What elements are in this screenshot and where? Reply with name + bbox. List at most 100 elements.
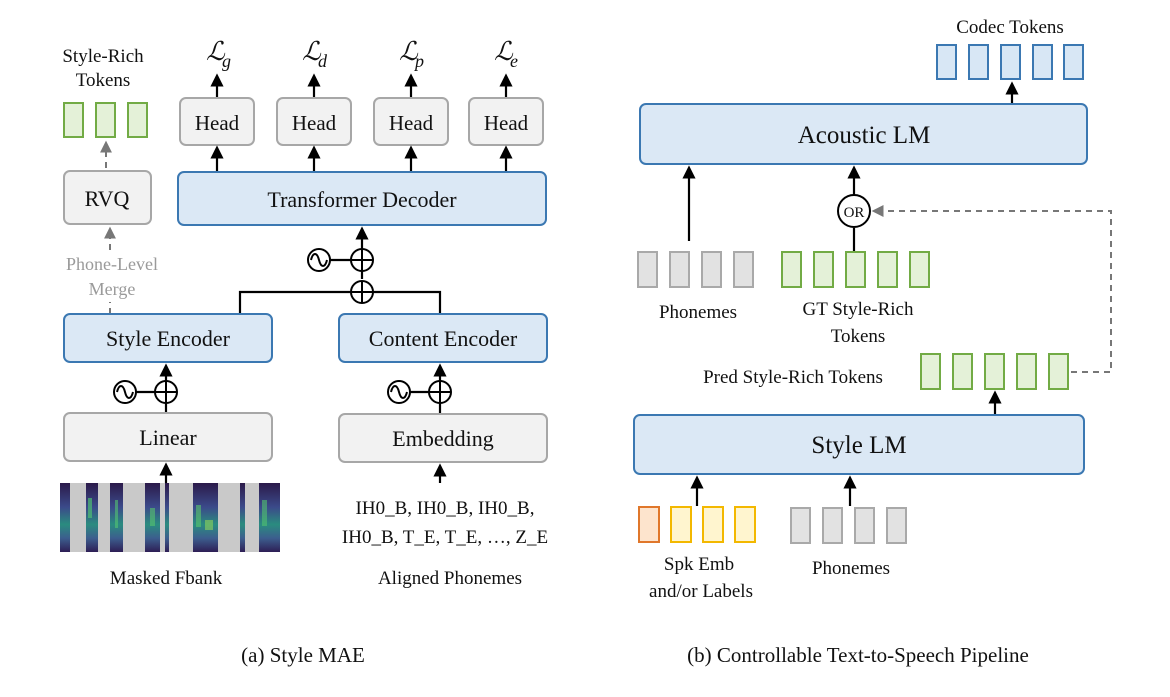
svg-text:Style LM: Style LM	[811, 432, 906, 459]
merge-add-icon	[350, 280, 374, 304]
aligned-phonemes-label: Aligned Phonemes	[378, 568, 522, 589]
speaker-embedding-token-row	[638, 506, 756, 543]
phoneme-token	[733, 251, 754, 288]
pred-style-token-row	[920, 353, 1069, 390]
bottom-phoneme-token-row	[790, 507, 907, 544]
head-box-2: Head	[276, 97, 352, 146]
add-icon	[428, 380, 452, 404]
loss-p-label: ℒ p	[399, 37, 424, 71]
aligned-phoneme-sequence-line-1: IH0_B, IH0_B, IH0_B,	[356, 498, 535, 519]
linear-block: Linear	[63, 412, 273, 462]
content-encoder-block: Content Encoder	[338, 313, 548, 363]
phone-level-merge-label-2: Merge	[89, 279, 136, 299]
style-rich-token	[95, 102, 116, 138]
phoneme-token	[790, 507, 811, 544]
svg-text:OR: OR	[844, 205, 865, 221]
codec-token	[1063, 44, 1084, 80]
panel-tts-pipeline: Codec Tokens Acoustic LM OR	[633, 17, 1112, 667]
svg-text:Embedding: Embedding	[392, 426, 493, 451]
spk-emb-label: Spk Emb	[664, 554, 734, 575]
label-token	[670, 506, 692, 543]
transformer-decoder-block: Transformer Decoder	[177, 171, 547, 226]
gt-style-rich-label: GT Style-Rich	[802, 299, 914, 320]
svg-text:p: p	[413, 51, 424, 71]
phone-level-merge-label: Phone-Level	[66, 254, 158, 274]
style-rich-token	[127, 102, 148, 138]
phoneme-token	[701, 251, 722, 288]
gt-style-token	[909, 251, 930, 288]
aligned-phoneme-sequence-line-2: IH0_B, T_E, T_E, …, Z_E	[342, 527, 548, 548]
embedding-block: Embedding	[338, 413, 548, 463]
phonemes-bottom-label: Phonemes	[812, 558, 890, 579]
caption-b: (b) Controllable Text-to-Speech Pipeline	[687, 643, 1029, 667]
phoneme-token	[822, 507, 843, 544]
svg-text:Transformer Decoder: Transformer Decoder	[267, 187, 457, 212]
gt-style-token	[781, 251, 802, 288]
positional-encoding-icon	[387, 380, 411, 404]
add-icon	[350, 248, 374, 272]
pred-style-token	[952, 353, 973, 390]
svg-text:ℒ: ℒ	[206, 37, 226, 66]
svg-text:Content Encoder: Content Encoder	[369, 326, 518, 351]
style-rich-token-row	[63, 102, 148, 138]
phoneme-token	[886, 507, 907, 544]
loss-g-label: ℒ g	[206, 37, 231, 71]
gt-style-token	[845, 251, 866, 288]
pred-style-token	[984, 353, 1005, 390]
head-box-1: Head	[179, 97, 255, 146]
add-icon	[154, 380, 178, 404]
phonemes-label: Phonemes	[659, 302, 737, 323]
codec-token	[1032, 44, 1053, 80]
svg-text:Style Encoder: Style Encoder	[106, 326, 231, 351]
positional-encoding-icon	[307, 248, 331, 272]
svg-text:ℒ: ℒ	[399, 37, 419, 66]
caption-a: (a) Style MAE	[241, 643, 365, 667]
svg-text:Linear: Linear	[139, 425, 197, 450]
codec-token	[936, 44, 957, 80]
pred-style-token	[1048, 353, 1069, 390]
svg-text:Head: Head	[292, 111, 337, 135]
gt-style-token-row	[781, 251, 930, 288]
style-rich-tokens-label-2: Tokens	[76, 70, 131, 91]
positional-encoding-icon	[113, 380, 137, 404]
head-box-4: Head	[468, 97, 544, 146]
svg-text:e: e	[510, 51, 518, 71]
acoustic-lm-block: Acoustic LM	[639, 103, 1088, 165]
style-lm-block: Style LM	[633, 414, 1085, 475]
phoneme-token	[669, 251, 690, 288]
gt-style-token	[813, 251, 834, 288]
svg-text:ℒ: ℒ	[494, 37, 514, 66]
loss-d-label: ℒ d	[302, 37, 328, 71]
phoneme-token	[637, 251, 658, 288]
svg-text:g: g	[222, 51, 231, 71]
codec-token-row	[936, 44, 1084, 80]
style-rich-token	[63, 102, 84, 138]
speaker-embedding-token	[638, 506, 660, 543]
spk-emb-label-2: and/or Labels	[649, 581, 753, 602]
phoneme-token	[854, 507, 875, 544]
label-token	[734, 506, 756, 543]
loss-e-label: ℒ e	[494, 37, 518, 71]
pred-style-token	[1016, 353, 1037, 390]
svg-text:Head: Head	[389, 111, 434, 135]
codec-token	[1000, 44, 1021, 80]
svg-text:Head: Head	[484, 111, 529, 135]
pred-style-token	[920, 353, 941, 390]
or-node: OR	[837, 194, 871, 228]
loss-labels: ℒ g ℒ d ℒ p ℒ e	[206, 37, 518, 71]
svg-text:ℒ: ℒ	[302, 37, 322, 66]
panel-style-mae: ℒ g ℒ d ℒ p ℒ e Head	[60, 37, 548, 667]
pred-style-rich-label: Pred Style-Rich Tokens	[703, 367, 883, 388]
masked-fbank-label: Masked Fbank	[110, 568, 223, 589]
svg-text:Head: Head	[195, 111, 240, 135]
gt-style-token	[877, 251, 898, 288]
codec-tokens-label: Codec Tokens	[956, 17, 1064, 38]
svg-text:Acoustic LM: Acoustic LM	[798, 122, 931, 149]
style-rich-tokens-label: Style-Rich	[62, 46, 144, 67]
codec-token	[968, 44, 989, 80]
rvq-block: RVQ	[63, 170, 152, 225]
style-encoder-block: Style Encoder	[63, 313, 273, 363]
phoneme-token-row	[637, 251, 754, 288]
svg-text:d: d	[318, 51, 328, 71]
